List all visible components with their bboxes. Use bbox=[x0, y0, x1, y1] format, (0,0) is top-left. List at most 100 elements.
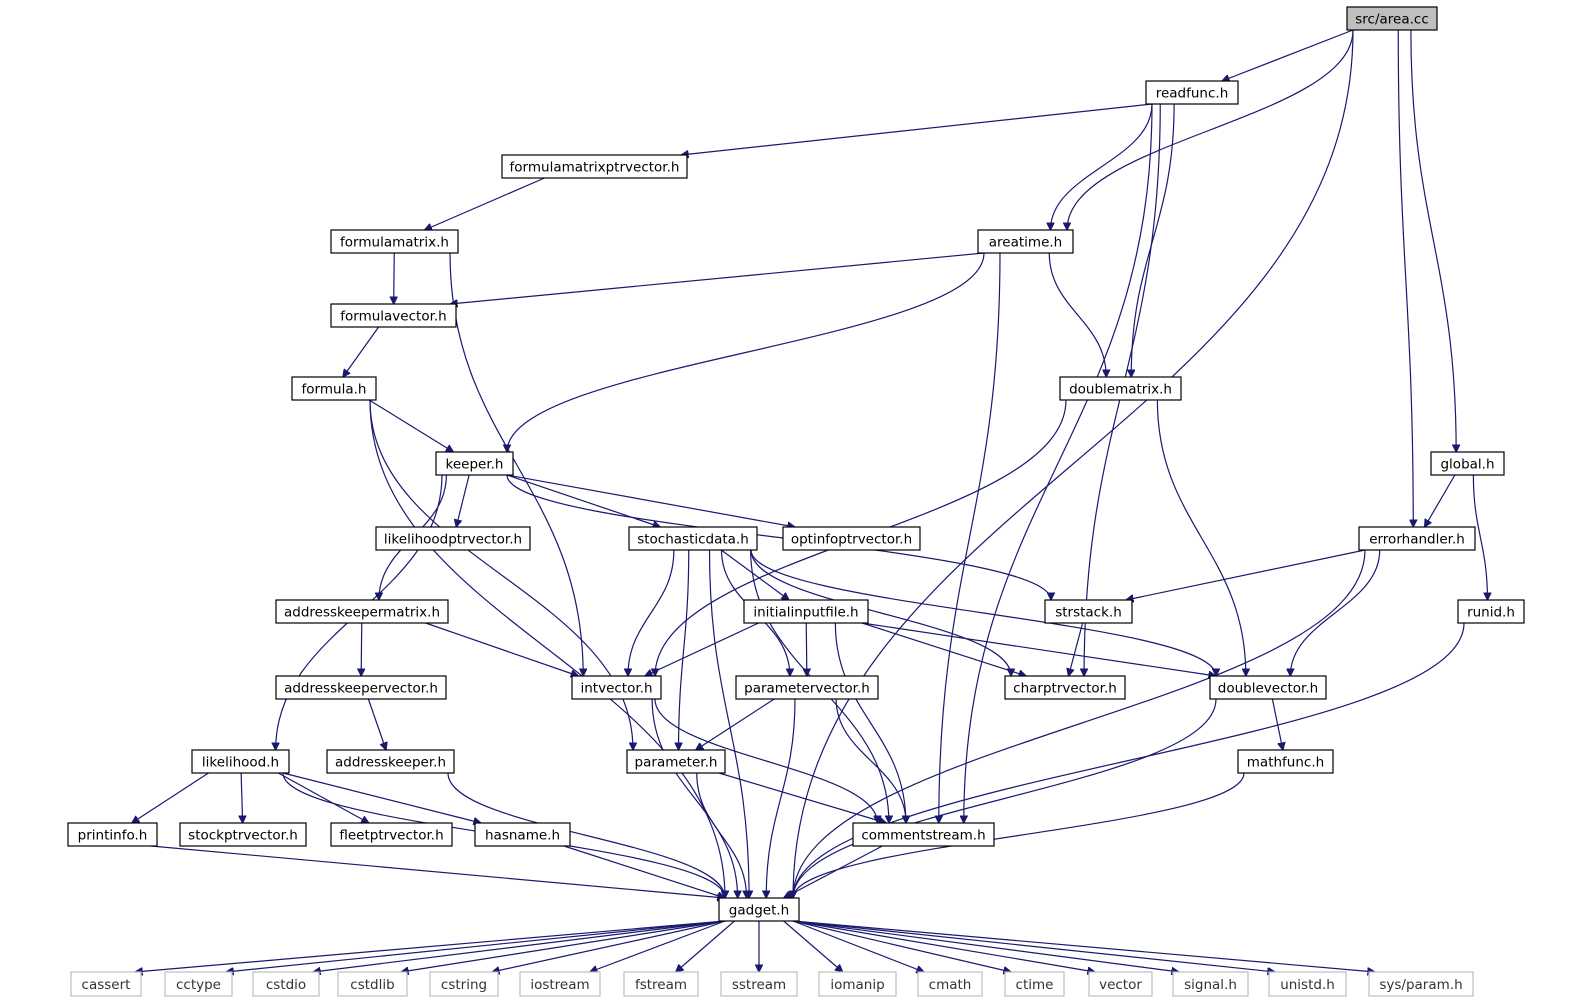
edge-parameter-to-commentstream bbox=[718, 772, 886, 823]
node-label-cstdio: cstdio bbox=[266, 977, 306, 993]
node-intvector[interactable]: intvector.h bbox=[571, 675, 662, 700]
node-label-global: global.h bbox=[1440, 457, 1494, 473]
node-label-strstack: strstack.h bbox=[1055, 605, 1122, 621]
edge-initialinputfile-to-doublevector bbox=[861, 622, 1216, 676]
node-box-commentstream bbox=[852, 822, 995, 847]
node-box-iostream bbox=[519, 971, 601, 997]
node-errorhandler[interactable]: errorhandler.h bbox=[1358, 526, 1476, 551]
node-box-printinfo bbox=[67, 822, 158, 847]
node-printinfo[interactable]: printinfo.h bbox=[67, 822, 158, 847]
node-label-addresskeeper: addresskeeper.h bbox=[335, 755, 446, 771]
node-global[interactable]: global.h bbox=[1430, 451, 1505, 476]
edge-global-to-runid bbox=[1472, 474, 1487, 600]
edge-area-to-readfunc bbox=[1222, 29, 1354, 81]
node-cctype: cctype bbox=[164, 971, 233, 997]
edge-formulamatrixptrvector-to-formulamatrix bbox=[425, 177, 545, 230]
node-area[interactable]: src/area.cc bbox=[1346, 6, 1438, 31]
edge-stochasticdata-to-intvector bbox=[628, 549, 675, 676]
node-box-parametervector bbox=[735, 675, 879, 700]
node-sysparam: sys/param.h bbox=[1368, 971, 1474, 997]
node-label-likelihood: likelihood.h bbox=[202, 755, 279, 771]
node-addresskeepermatrix[interactable]: addresskeepermatrix.h bbox=[275, 599, 449, 624]
node-doublematrix[interactable]: doublematrix.h bbox=[1059, 376, 1182, 401]
node-addresskeepervector[interactable]: addresskeepervector.h bbox=[275, 675, 447, 700]
node-label-sstream: sstream bbox=[732, 977, 786, 993]
node-box-formulamatrixptrvector bbox=[501, 154, 688, 179]
node-box-stockptrvector bbox=[179, 822, 307, 847]
node-stockptrvector[interactable]: stockptrvector.h bbox=[179, 822, 307, 847]
edge-readfunc-to-areatime bbox=[1050, 103, 1153, 230]
node-formulamatrixptrvector[interactable]: formulamatrixptrvector.h bbox=[501, 154, 688, 179]
node-box-intvector bbox=[571, 675, 662, 700]
node-sstream: sstream bbox=[720, 971, 798, 997]
node-label-formulamatrix: formulamatrix.h bbox=[340, 235, 449, 251]
edge-addresskeeper-to-gadget bbox=[447, 772, 725, 898]
node-label-iomanip: iomanip bbox=[830, 977, 884, 993]
node-box-formulamatrix bbox=[330, 229, 459, 254]
node-charptrvector[interactable]: charptrvector.h bbox=[1004, 675, 1126, 700]
edge-initialinputfile-to-charptrvector bbox=[861, 622, 1026, 676]
edge-stochasticdata-to-gadget bbox=[708, 549, 750, 898]
edge-doublematrix-to-doublevector bbox=[1156, 399, 1246, 676]
node-label-signal: signal.h bbox=[1184, 977, 1237, 993]
node-label-charptrvector: charptrvector.h bbox=[1013, 681, 1117, 697]
node-box-sstream bbox=[720, 971, 798, 997]
node-stochasticdata[interactable]: stochasticdata.h bbox=[628, 526, 758, 551]
node-addresskeeper[interactable]: addresskeeper.h bbox=[326, 749, 455, 774]
edge-errorhandler-to-doublevector bbox=[1290, 549, 1381, 676]
node-doublevector[interactable]: doublevector.h bbox=[1209, 675, 1327, 700]
edge-parameter-to-gadget bbox=[696, 772, 747, 898]
edge-gadget-to-ctime bbox=[792, 920, 1011, 972]
node-box-sysparam bbox=[1368, 971, 1474, 997]
node-likelihoodptrvector[interactable]: likelihoodptrvector.h bbox=[375, 526, 531, 551]
node-label-formulavector: formulavector.h bbox=[340, 309, 446, 325]
node-box-initialinputfile bbox=[743, 599, 869, 624]
node-parameter[interactable]: parameter.h bbox=[626, 749, 726, 774]
node-keeper[interactable]: keeper.h bbox=[435, 451, 514, 476]
edge-keeper-to-stochasticdata bbox=[506, 474, 660, 527]
node-box-vector bbox=[1088, 971, 1153, 997]
node-hasname[interactable]: hasname.h bbox=[474, 822, 571, 847]
node-box-areatime bbox=[977, 229, 1074, 254]
node-strstack[interactable]: strstack.h bbox=[1044, 599, 1133, 624]
edge-formulamatrix-to-intvector bbox=[449, 252, 583, 676]
node-box-strstack bbox=[1044, 599, 1133, 624]
dependency-edges bbox=[132, 29, 1488, 972]
node-label-initialinputfile: initialinputfile.h bbox=[753, 605, 858, 621]
edge-stochasticdata-to-parameter bbox=[679, 549, 690, 750]
edge-keeper-to-optinfoptrvector bbox=[506, 474, 795, 527]
node-gadget[interactable]: gadget.h bbox=[718, 897, 800, 922]
node-box-addresskeepermatrix bbox=[275, 599, 449, 624]
node-box-iomanip bbox=[818, 971, 897, 997]
edge-readfunc-to-doublematrix bbox=[1131, 103, 1175, 377]
node-runid[interactable]: runid.h bbox=[1457, 599, 1525, 624]
node-label-parametervector: parametervector.h bbox=[744, 681, 870, 697]
node-cstdio: cstdio bbox=[252, 971, 320, 997]
edge-errorhandler-to-strstack bbox=[1126, 549, 1366, 600]
node-label-fleetptrvector: fleetptrvector.h bbox=[339, 828, 443, 844]
node-likelihood[interactable]: likelihood.h bbox=[191, 749, 290, 774]
node-formulamatrix[interactable]: formulamatrix.h bbox=[330, 229, 459, 254]
edge-errorhandler-to-gadget bbox=[793, 549, 1366, 898]
node-commentstream[interactable]: commentstream.h bbox=[852, 822, 995, 847]
node-formulavector[interactable]: formulavector.h bbox=[330, 303, 457, 328]
node-label-sysparam: sys/param.h bbox=[1379, 977, 1462, 993]
edge-intvector-to-gadget bbox=[651, 698, 738, 898]
node-areatime[interactable]: areatime.h bbox=[977, 229, 1074, 254]
edge-gadget-to-cstdlib bbox=[401, 920, 726, 972]
node-initialinputfile[interactable]: initialinputfile.h bbox=[743, 599, 869, 624]
node-box-gadget bbox=[718, 897, 800, 922]
node-optinfoptrvector[interactable]: optinfoptrvector.h bbox=[782, 526, 921, 551]
edge-gadget-to-sysparam bbox=[792, 920, 1375, 972]
edge-printinfo-to-gadget bbox=[150, 845, 725, 898]
node-fleetptrvector[interactable]: fleetptrvector.h bbox=[330, 822, 453, 847]
node-formula[interactable]: formula.h bbox=[291, 376, 377, 401]
node-parametervector[interactable]: parametervector.h bbox=[735, 675, 879, 700]
edge-keeper-to-strstack bbox=[506, 474, 1051, 600]
edge-likelihood-to-printinfo bbox=[132, 772, 209, 823]
node-readfunc[interactable]: readfunc.h bbox=[1145, 80, 1239, 105]
edge-gadget-to-cassert bbox=[135, 920, 726, 972]
node-mathfunc[interactable]: mathfunc.h bbox=[1237, 749, 1334, 774]
node-label-vector: vector bbox=[1099, 977, 1142, 993]
node-cstring: cstring bbox=[429, 971, 499, 997]
